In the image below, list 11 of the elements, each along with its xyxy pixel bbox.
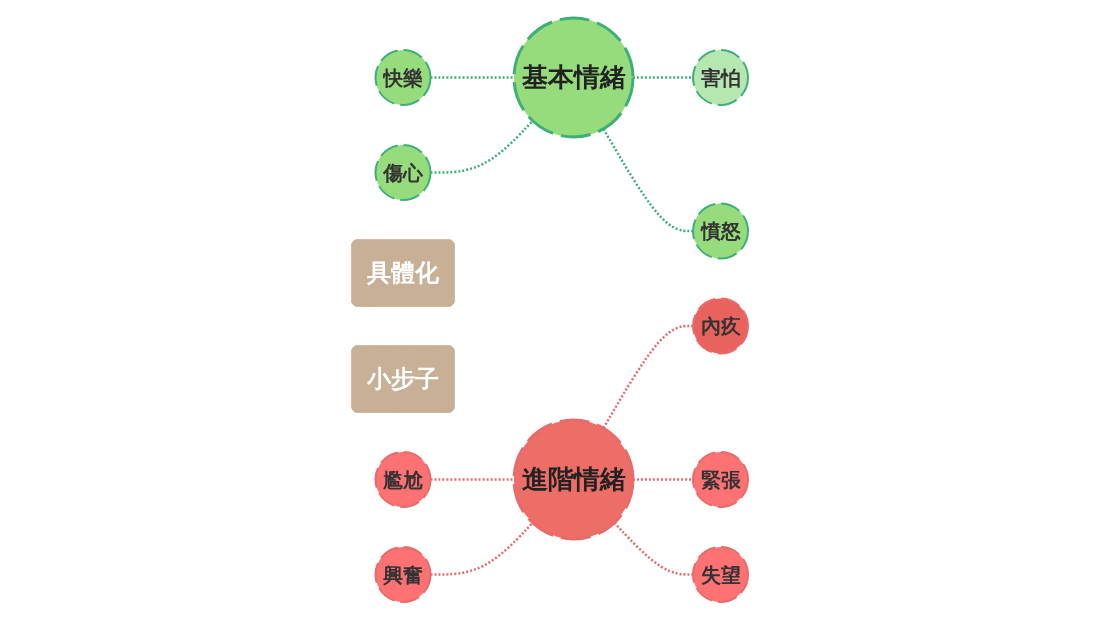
node-circle: 失望 [692, 545, 749, 603]
node-circle: 內疚 [692, 297, 749, 354]
node-circle: 緊張 [692, 450, 749, 508]
connector [602, 127, 693, 232]
node-circle: 傷心 [374, 143, 432, 201]
node-circle: 進階情緒 [512, 418, 635, 540]
node-circle: 基本情緒 [512, 16, 635, 138]
node-circle: 尷尬 [374, 450, 432, 508]
node-circle: 興奮 [374, 545, 432, 603]
node-circle: 害怕 [692, 48, 749, 106]
connector [602, 324, 693, 429]
